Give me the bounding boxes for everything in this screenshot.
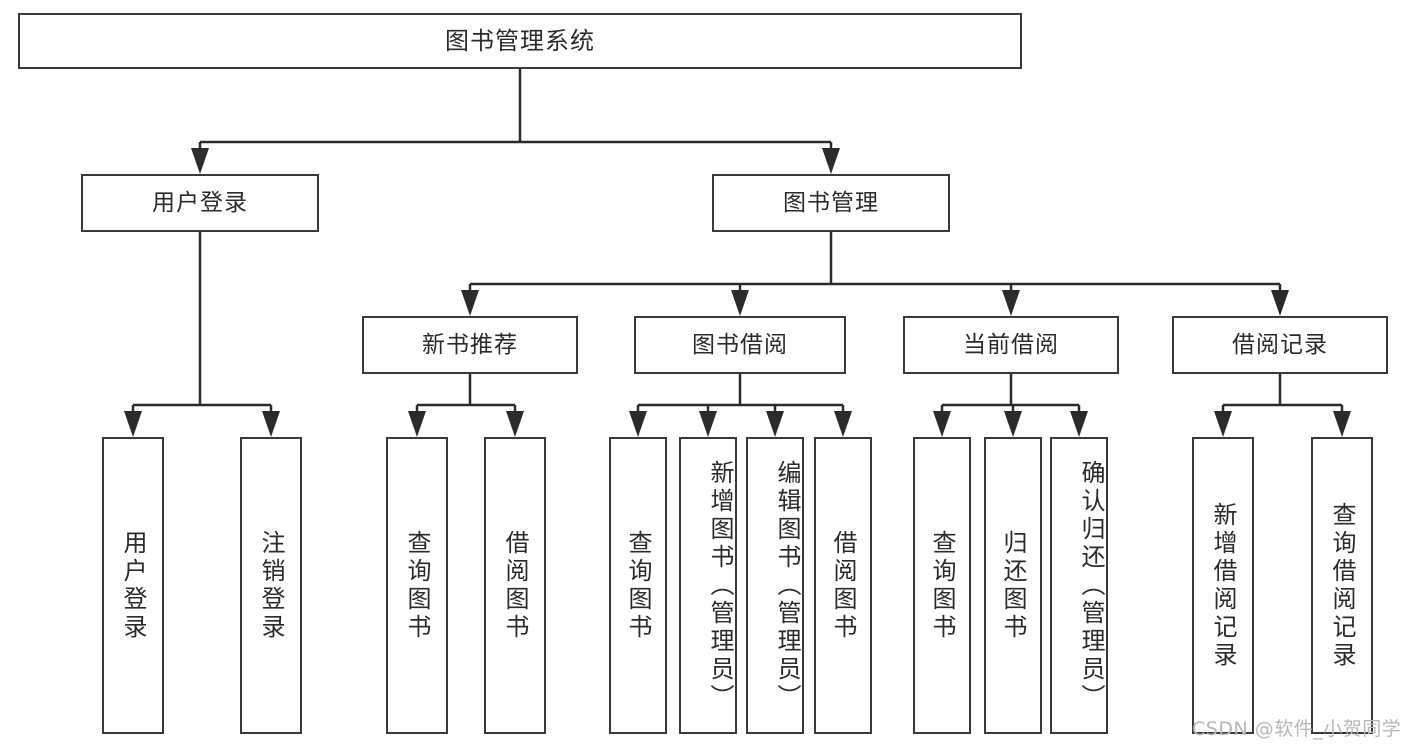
arrowhead-icon <box>408 411 426 437</box>
node-label: 查询图书 <box>928 529 956 642</box>
arrowhead-icon <box>933 411 951 437</box>
node-borrow[interactable]: 图书借阅 <box>634 316 846 374</box>
arrowhead-icon <box>731 290 749 316</box>
node-label: 归还图书 <box>999 529 1027 642</box>
arrowhead-icon <box>461 290 479 316</box>
node-current[interactable]: 当前借阅 <box>903 316 1119 374</box>
arrowhead-icon <box>191 148 209 174</box>
arrowhead-icon <box>506 411 524 437</box>
node-newbook[interactable]: 新书推荐 <box>362 316 578 374</box>
node-label: 当前借阅 <box>963 331 1059 358</box>
arrowhead-icon <box>1271 290 1289 316</box>
arrowhead-icon <box>699 411 717 437</box>
arrowhead-icon <box>1070 411 1088 437</box>
node-label: 图书管理 <box>783 189 879 216</box>
node-label: 编辑图书（管理员） <box>773 459 801 712</box>
node-nb-query[interactable]: 查询图书 <box>386 437 448 734</box>
arrowhead-icon <box>822 148 840 174</box>
node-bk-edit[interactable]: 编辑图书（管理员） <box>746 437 804 734</box>
node-rec-add[interactable]: 新增借阅记录 <box>1192 437 1254 734</box>
node-bk-query[interactable]: 查询图书 <box>609 437 667 734</box>
node-root[interactable]: 图书管理系统 <box>18 13 1022 69</box>
node-login[interactable]: 用户登录 <box>81 174 319 232</box>
node-label: 借阅记录 <box>1232 331 1328 358</box>
node-bk-borrow[interactable]: 借阅图书 <box>814 437 872 734</box>
arrowhead-icon <box>1214 411 1232 437</box>
watermark: CSDN @软件_小贺同学 <box>1192 718 1402 740</box>
node-label: 图书借阅 <box>692 331 788 358</box>
node-label: 确认归还（管理员） <box>1077 459 1105 712</box>
node-label: 查询图书 <box>403 529 431 642</box>
arrowhead-icon <box>1333 411 1351 437</box>
node-nb-borrow[interactable]: 借阅图书 <box>484 437 546 734</box>
node-label: 注销登录 <box>257 529 285 642</box>
node-label: 新增借阅记录 <box>1209 501 1237 670</box>
node-label: 新书推荐 <box>422 331 518 358</box>
node-label: 用户登录 <box>152 189 248 216</box>
node-cur-query[interactable]: 查询图书 <box>913 437 971 734</box>
arrowhead-icon <box>629 411 647 437</box>
arrowhead-icon <box>766 411 784 437</box>
arrowhead-icon <box>834 411 852 437</box>
node-records[interactable]: 借阅记录 <box>1172 316 1388 374</box>
arrowhead-icon <box>262 411 280 437</box>
node-rec-query[interactable]: 查询借阅记录 <box>1311 437 1373 734</box>
node-bk-add[interactable]: 新增图书（管理员） <box>679 437 737 734</box>
arrowhead-icon <box>1004 411 1022 437</box>
node-label: 用户登录 <box>119 529 147 642</box>
node-label: 查询借阅记录 <box>1328 501 1356 670</box>
node-label: 图书管理系统 <box>445 27 595 55</box>
node-bookmgmt[interactable]: 图书管理 <box>712 174 950 232</box>
node-label: 查询图书 <box>624 529 652 642</box>
node-label: 借阅图书 <box>829 529 857 642</box>
node-label: 新增图书（管理员） <box>706 459 734 712</box>
arrowhead-icon <box>1002 290 1020 316</box>
node-label: 借阅图书 <box>501 529 529 642</box>
node-login-out[interactable]: 注销登录 <box>240 437 302 734</box>
node-login-in[interactable]: 用户登录 <box>102 437 164 734</box>
arrowhead-icon <box>124 411 142 437</box>
node-cur-return[interactable]: 归还图书 <box>984 437 1042 734</box>
node-cur-confirm[interactable]: 确认归还（管理员） <box>1050 437 1108 734</box>
